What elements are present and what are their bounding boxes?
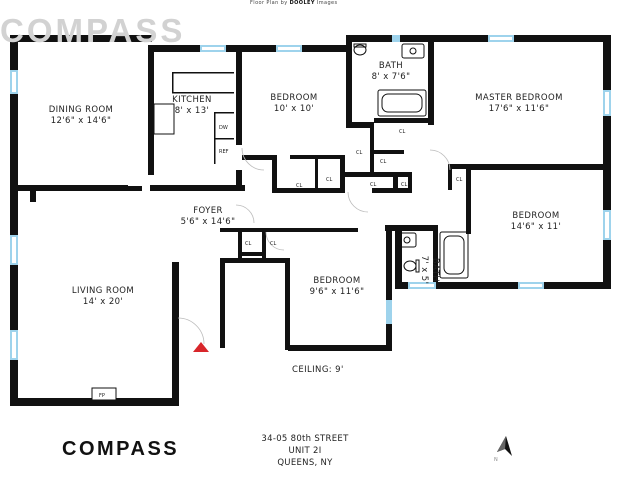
- closet-label: CL: [270, 241, 277, 247]
- closet-label: CL: [399, 129, 406, 135]
- ceiling-height: CEILING: 9': [292, 365, 344, 375]
- bath-2-dims: 7' x 5': [419, 255, 429, 285]
- bedroom-3-dims: 9'6" x 11'6": [309, 287, 365, 297]
- credit-suffix: Images: [316, 0, 338, 6]
- bedroom-2-dims: 14'6" x 11': [510, 222, 562, 232]
- bedroom-3-label: BEDROOM 9'6" x 11'6": [297, 276, 377, 298]
- bath-2-name: BATH: [430, 257, 440, 283]
- floor-plan-credit: Floor Plan by DOOLEY Images: [250, 0, 338, 6]
- credit-brand: DOOLEY: [289, 0, 315, 6]
- closet-label: CL: [370, 182, 377, 188]
- bath-1-dims: 8' x 7'6": [371, 72, 411, 82]
- foyer-label: FOYER 5'6" x 14'6": [168, 206, 248, 228]
- credit-prefix: Floor Plan by: [250, 0, 288, 6]
- bath-1-label: BATH 8' x 7'6": [356, 61, 426, 83]
- dining-room-name: DINING ROOM: [48, 105, 114, 115]
- address-street: 34-05 80th STREET: [261, 434, 349, 444]
- entry-marker: [193, 342, 209, 352]
- foyer-name: FOYER: [193, 206, 223, 216]
- master-bedroom-name: MASTER BEDROOM: [475, 93, 563, 103]
- dining-room-dims: 12'6" x 14'6": [50, 116, 112, 126]
- bedroom-2-name: BEDROOM: [512, 211, 560, 221]
- north-letter: N: [494, 457, 498, 463]
- bath-1-name: BATH: [378, 61, 404, 71]
- kitchen-label: KITCHEN 8' x 13': [162, 95, 222, 117]
- refrigerator-label: REF: [219, 149, 229, 155]
- closet-label: CL: [456, 177, 463, 183]
- closet-label: CL: [380, 159, 387, 165]
- foyer-dims: 5'6" x 14'6": [180, 217, 236, 227]
- fireplace: [91, 387, 117, 401]
- address-block: 34-05 80th STREET UNIT 2I QUEENS, NY: [250, 433, 360, 469]
- bath-2-label: BATH 7' x 5': [418, 227, 440, 313]
- dishwasher-label: DW: [219, 125, 228, 131]
- bedroom-1-name: BEDROOM: [270, 93, 318, 103]
- kitchen-dims: 8' x 13': [174, 106, 210, 116]
- closet-label: CL: [356, 150, 363, 156]
- fireplace-label: FP: [99, 393, 105, 399]
- bedroom-2-label: BEDROOM 14'6" x 11': [496, 211, 576, 233]
- compass-watermark: COMPASS: [0, 12, 186, 49]
- closet-label: CL: [401, 182, 408, 188]
- living-room-label: LIVING ROOM 14' x 20': [58, 286, 148, 308]
- window-centers: [12, 37, 609, 358]
- master-bedroom-label: MASTER BEDROOM 17'6" x 11'6": [464, 93, 574, 115]
- address-unit: UNIT 2I: [288, 446, 322, 456]
- windows: [10, 35, 611, 360]
- living-room-name: LIVING ROOM: [71, 286, 135, 296]
- dining-room-label: DINING ROOM 12'6" x 14'6": [36, 105, 126, 127]
- bedroom-3-name: BEDROOM: [313, 276, 361, 286]
- bedroom-1-label: BEDROOM 10' x 10': [254, 93, 334, 115]
- compass-logo: COMPASS: [62, 438, 180, 460]
- walls: [10, 35, 611, 406]
- master-bedroom-dims: 17'6" x 11'6": [488, 104, 550, 114]
- closet-label: CL: [326, 177, 333, 183]
- north-arrow-icon: [497, 436, 512, 456]
- address-city: QUEENS, NY: [277, 458, 333, 468]
- bedroom-1-dims: 10' x 10': [273, 104, 315, 114]
- bath-fixtures: [353, 43, 469, 279]
- closet-label: CL: [245, 241, 252, 247]
- door-swings: [177, 147, 451, 345]
- kitchen-name: KITCHEN: [172, 95, 212, 105]
- closet-label: CL: [296, 183, 303, 189]
- living-room-dims: 14' x 20': [82, 297, 124, 307]
